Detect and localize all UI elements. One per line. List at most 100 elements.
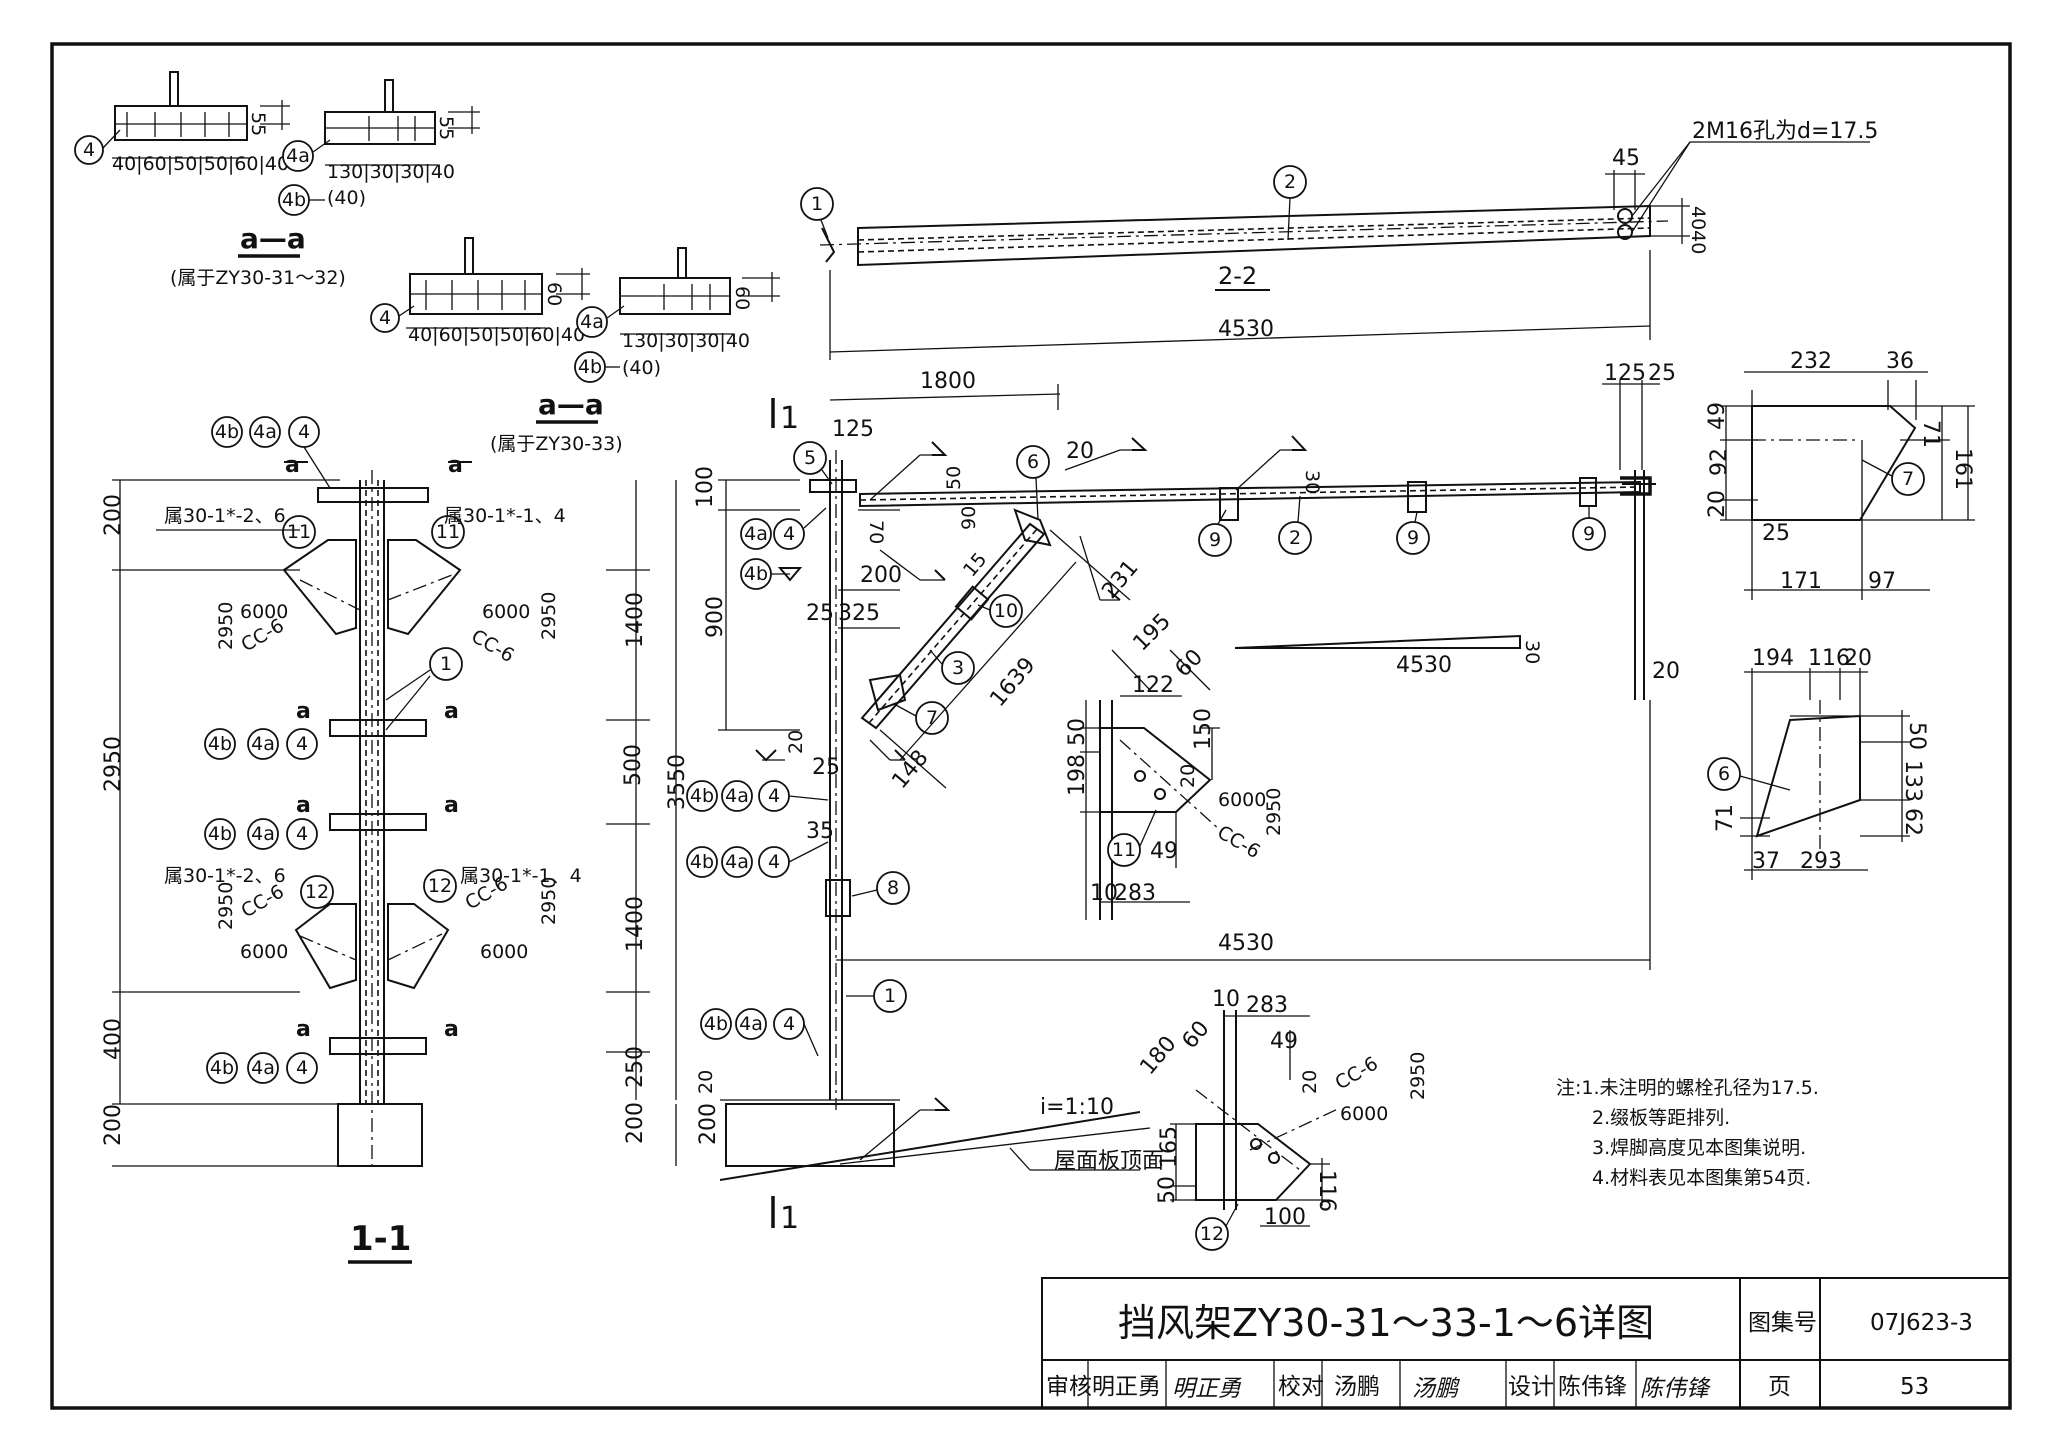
a-mark: a [285, 453, 300, 478]
callout-4a-label: 4a [253, 421, 277, 443]
weld-len: 6000 [240, 601, 288, 623]
dim-200-base-left: 200 [101, 1104, 126, 1146]
weld-len: 6000 [482, 601, 530, 623]
dim-1639: 1639 [985, 653, 1040, 712]
callout-4a [282, 140, 314, 172]
note-4: 4.材料表见本图集第54页. [1592, 1167, 1811, 1189]
p7-49: 49 [1705, 402, 1730, 430]
callout-4-label: 4 [296, 823, 308, 845]
callout-2-label: 2 [1284, 171, 1296, 193]
weld-len: 6000 [240, 941, 288, 963]
a-mark: a [296, 1017, 311, 1042]
weld-cc: CC-6 [1332, 1053, 1382, 1095]
aa2-sub: (40) [327, 187, 366, 209]
note-3: 3.焊脚高度见本图集说明. [1592, 1137, 1806, 1159]
drawing-title: 挡风架ZY30-31～33-1～6详图 [1118, 1301, 1654, 1345]
callout-7-label: 7 [1902, 468, 1914, 490]
p6-293: 293 [1800, 849, 1842, 874]
weld-span: 2950 [538, 877, 560, 925]
p12-20: 20 [1299, 1070, 1321, 1094]
callout-12-label: 12 [305, 881, 329, 903]
section-2-2-label: 2-2 [1218, 262, 1257, 290]
callout-6-label: 6 [1027, 451, 1039, 473]
p11-195: 195 [1129, 609, 1176, 656]
callout-4a [247, 818, 279, 850]
section-mark-1-top: 1 [780, 401, 799, 436]
belongs-14-bottom: 属30-1*-1、4 [460, 865, 582, 887]
belongs-26-top: 属30-1*-2、6 [164, 505, 286, 527]
aa3-pitch: 40|60|50|50|60|40 [408, 324, 585, 346]
dim-500: 500 [621, 744, 646, 786]
dim-35: 35 [806, 819, 834, 844]
dim-1800: 1800 [920, 369, 976, 394]
callout-4b [686, 780, 718, 812]
dim-50: 50 [943, 466, 965, 490]
dim-125-right: 125 [1604, 361, 1646, 386]
callout-4a-label: 4a [251, 733, 275, 755]
belongs-26-bottom: 属30-1*-2、6 [164, 865, 286, 887]
callout-4-label: 4 [783, 523, 795, 545]
callout-9-label: 9 [1209, 529, 1221, 551]
aa-top-caption: a—a [240, 222, 306, 255]
callout-5 [793, 441, 827, 475]
dim-70: 70 [865, 520, 887, 544]
callout-12 [300, 875, 334, 909]
aa3-h: 60 [543, 282, 565, 306]
p6-62: 62 [1900, 808, 1925, 836]
callout-7 [1891, 462, 1925, 496]
callout-12 [1195, 1217, 1229, 1251]
dim-1400-bottom: 1400 [623, 896, 648, 952]
p11-283: 283 [1114, 881, 1156, 906]
dim-90: 90 [958, 506, 980, 530]
note-1: 注:1.未注明的螺栓孔径为17.5. [1556, 1077, 1819, 1099]
weld-len: 6000 [1218, 789, 1266, 811]
checker: 汤鹏 [1334, 1374, 1380, 1400]
dim-30-rail: 30 [1301, 470, 1323, 494]
p7-25: 25 [1762, 521, 1790, 546]
callout-9-label: 9 [1583, 523, 1595, 545]
dim-20-base: 20 [695, 1070, 717, 1094]
dim-125-left: 125 [832, 417, 874, 442]
callout-4b [206, 1052, 238, 1084]
dim-4530-mid: 4530 [1396, 653, 1452, 678]
p11-122: 122 [1132, 673, 1174, 698]
callout-1-label: 1 [884, 985, 896, 1007]
callout-4a [721, 780, 753, 812]
callout-7-label: 7 [926, 707, 938, 729]
callout-4a-label: 4a [725, 851, 749, 873]
callout-4b [211, 416, 243, 448]
callout-4a [247, 728, 279, 760]
callout-4b-label: 4b [282, 189, 306, 211]
p6-50: 50 [1904, 722, 1929, 750]
a-mark: a [448, 453, 463, 478]
p12-60: 60 [1177, 1016, 1214, 1054]
section-aa-zy30-33: 40|60|50|50|60|40 60 4 130|30|30|40 (40)… [370, 237, 780, 455]
p6-71: 71 [1713, 804, 1738, 832]
dim-15: 15 [959, 549, 991, 582]
detail-plate-11: 50 198 150 20 195 60 122 10 283 49 11 60… [1065, 609, 1285, 920]
callout-11-label: 11 [436, 521, 460, 543]
a-mark: a [296, 699, 311, 724]
section-1-1: 4b 4a 4 a a 11 11 属30-1*-2、6 属30-1*-1、4 … [101, 416, 690, 1264]
dim-25-right: 25 [1648, 361, 1676, 386]
callout-10 [989, 594, 1023, 628]
callout-4b-label: 4b [690, 851, 714, 873]
p7-71: 71 [1918, 420, 1943, 448]
callout-1 [429, 647, 463, 681]
dim-900: 900 [703, 596, 728, 638]
callout-4b [204, 818, 236, 850]
callout-4b-label: 4b [208, 733, 232, 755]
p12-100: 100 [1264, 1205, 1306, 1230]
callout-6 [1016, 445, 1050, 479]
callout-4b-label: 4b [215, 421, 239, 443]
callout-4a-label: 4a [580, 311, 604, 333]
dim-4040: 4040 [1687, 206, 1709, 254]
section-mark-1-bottom: 1 [780, 1201, 799, 1236]
p6-20: 20 [1844, 646, 1872, 671]
callout-4a [249, 416, 281, 448]
sheet-border [50, 42, 2012, 1410]
dim-left-2950: 2950 [101, 736, 126, 792]
detail-plate-12: 10 283 180 60 49 20 165 50 116 100 12 60… [1135, 987, 1429, 1251]
